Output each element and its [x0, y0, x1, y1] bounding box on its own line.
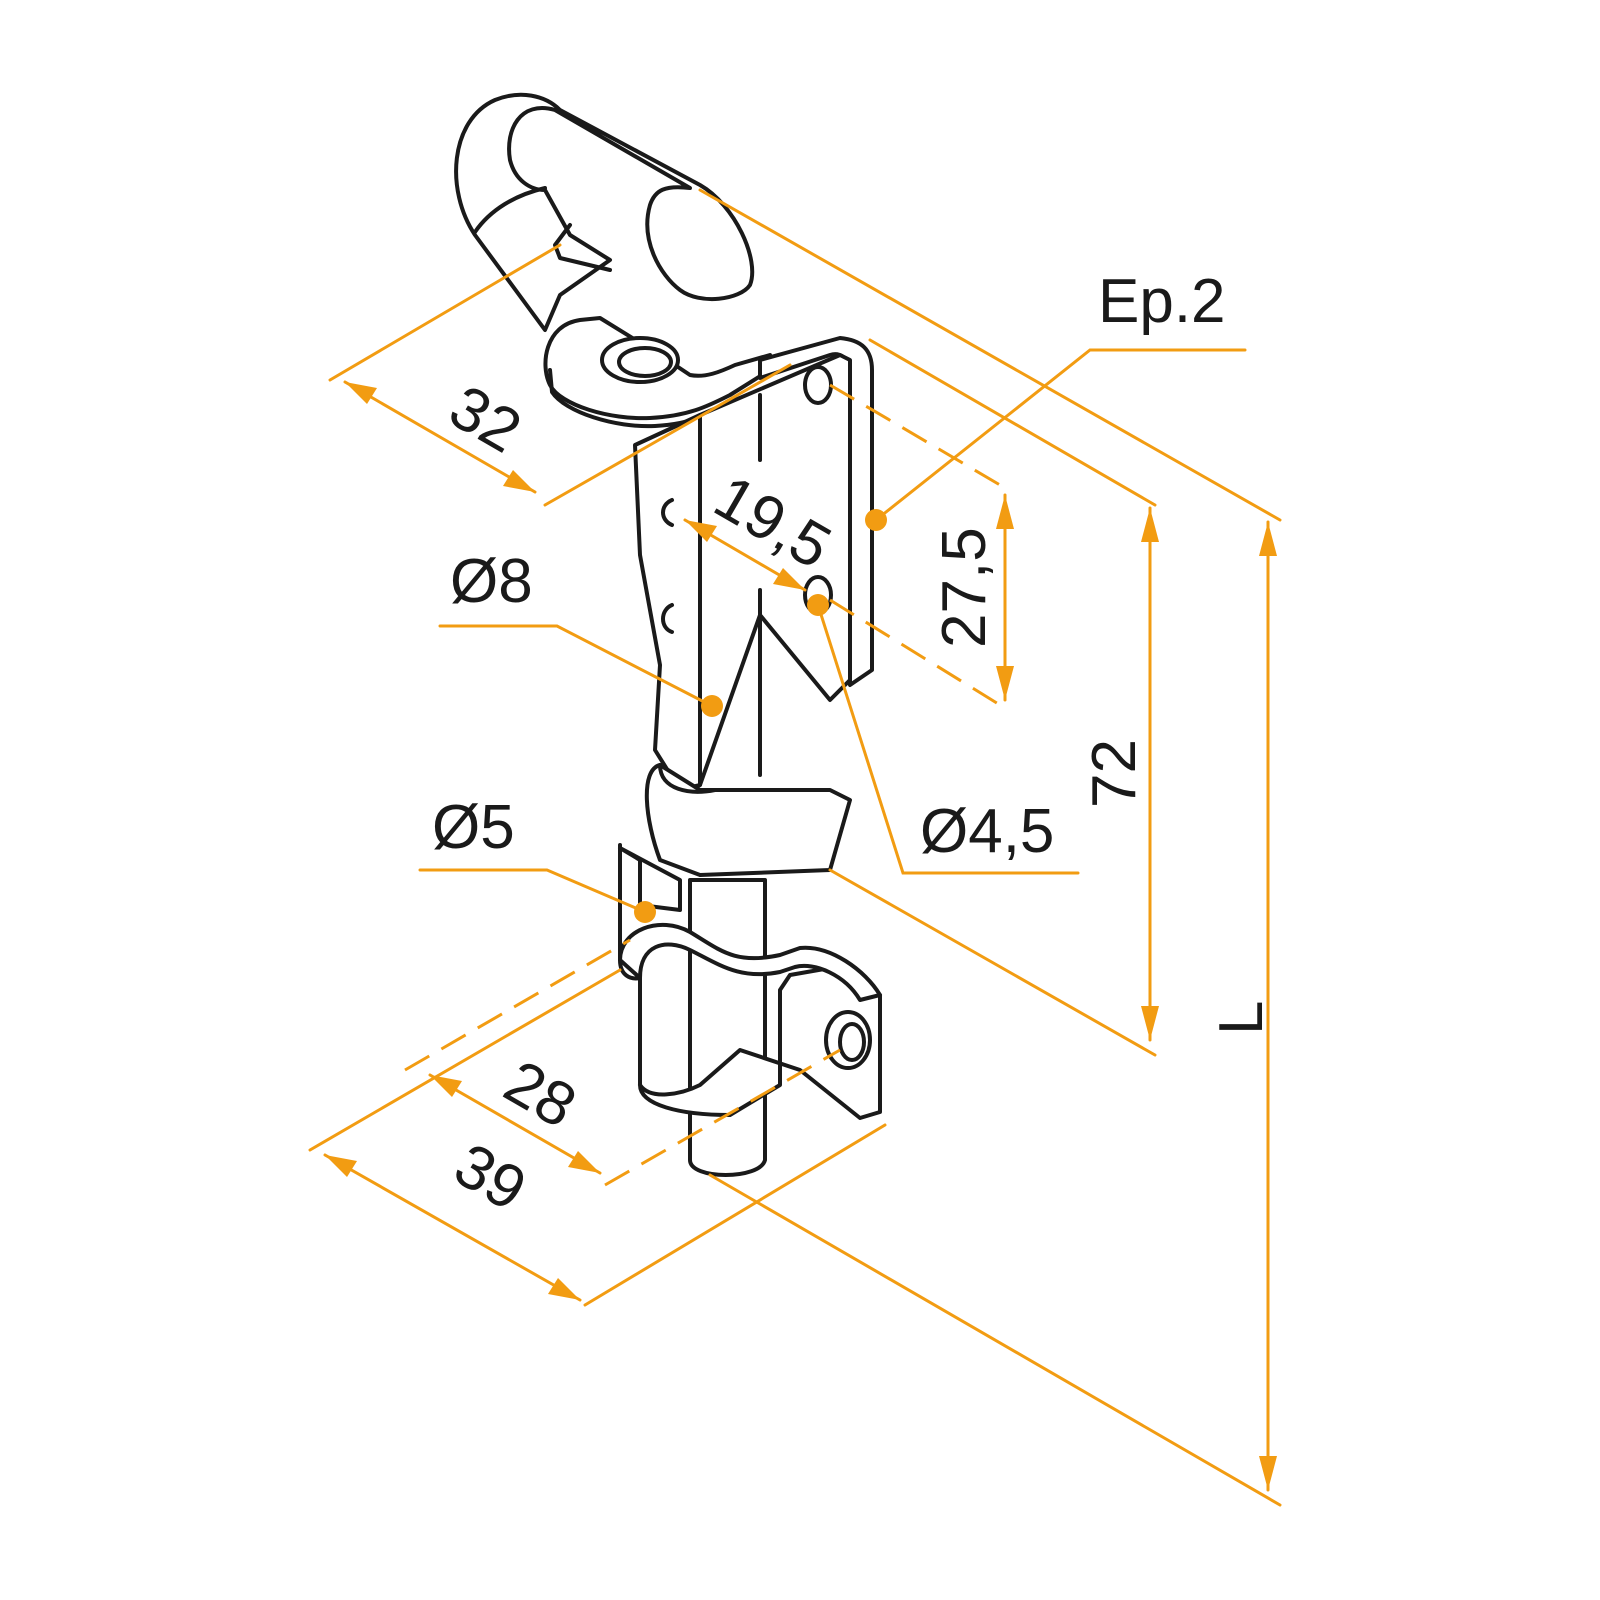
- bolt-rod-slot: [661, 498, 674, 634]
- handle-bend: [553, 223, 612, 272]
- label-dim-39: 39: [443, 1130, 537, 1224]
- leader-dia-8-dot: [701, 695, 723, 717]
- dim-72-arrow-bottom: [1141, 1006, 1159, 1040]
- handle-inner-curve: [473, 186, 547, 234]
- leader-thickness: [874, 348, 1247, 522]
- dim-27-5-arrow-bottom: [996, 666, 1014, 700]
- dim-72-ext-bottom: [828, 868, 1157, 1057]
- dim-L-ext-bottom: [708, 1173, 1282, 1507]
- dim-19-5-arrow-a: [685, 520, 717, 542]
- plate-hole-upper: [803, 365, 833, 405]
- dim-32-ext-a: [328, 243, 562, 382]
- bolt-collar: [644, 763, 852, 877]
- bolt-collar-curve: [658, 763, 717, 794]
- label-dia-8: Ø8: [450, 547, 533, 616]
- dim-32-ext-b: [543, 363, 792, 507]
- label-dim-28: 28: [493, 1047, 587, 1141]
- dim-28-ext-b: [604, 1048, 841, 1187]
- lower-keeper-hole-inner: [838, 1022, 866, 1062]
- bracket-face: [698, 353, 852, 787]
- label-dia-5: Ø5: [432, 793, 515, 862]
- label-thickness: Ep.2: [1098, 267, 1226, 336]
- dim-32-line: [343, 380, 537, 494]
- dim-72-ext-top: [868, 338, 1157, 507]
- leader-dia-4-5: [816, 603, 1080, 875]
- dim-39-arrow-a: [325, 1155, 357, 1177]
- leader-thickness-dot: [865, 509, 887, 531]
- dim-72-arrow-top: [1141, 508, 1159, 542]
- dim-27-5-arrow-top: [996, 495, 1014, 529]
- lower-keeper: [618, 843, 882, 1120]
- label-dia-4-5: Ø4,5: [920, 797, 1054, 866]
- label-dim-L: L: [1207, 1001, 1276, 1035]
- dim-28-arrow-b: [568, 1151, 600, 1173]
- label-dim-32: 32: [438, 372, 532, 466]
- dim-L-ext-top: [698, 188, 1282, 522]
- dim-28-arrow-a: [430, 1075, 462, 1097]
- dim-27-5-ext-bottom: [829, 598, 1001, 707]
- dim-39-arrow-b: [548, 1278, 580, 1300]
- dim-39-ext-b: [583, 1123, 887, 1307]
- label-dim-27-5: 27,5: [930, 527, 999, 648]
- dim-27-5-ext-top: [829, 383, 1001, 487]
- dim-28-ext-a: [404, 938, 631, 1072]
- dim-32-arrow-b: [503, 470, 535, 492]
- dim-32-arrow-a: [345, 382, 377, 404]
- leader-dia-4-5-dot: [807, 594, 829, 616]
- dim-39-line: [323, 1153, 582, 1302]
- bolt-rod-upper: [633, 413, 702, 792]
- dim-39-ext-a: [308, 968, 622, 1152]
- dimension-lines: [308, 188, 1282, 1507]
- dim-L-arrow-bottom: [1259, 1456, 1277, 1490]
- label-dim-72: 72: [1080, 739, 1149, 808]
- dim-28-line: [428, 1073, 602, 1175]
- dim-L-arrow-top: [1259, 522, 1277, 556]
- leader-dia-5-dot: [634, 901, 656, 923]
- leader-dia-5: [418, 868, 647, 914]
- slider-hole-inner: [617, 346, 673, 378]
- bracket-plate: [758, 336, 874, 687]
- handle-loop: [454, 92, 755, 332]
- dim-19-5-arrow-b: [773, 568, 805, 590]
- lower-keeper-loop: [618, 922, 882, 1002]
- lower-keeper-tab: [618, 846, 682, 912]
- latch-part: [454, 92, 882, 1177]
- leader-dia-8: [438, 624, 714, 708]
